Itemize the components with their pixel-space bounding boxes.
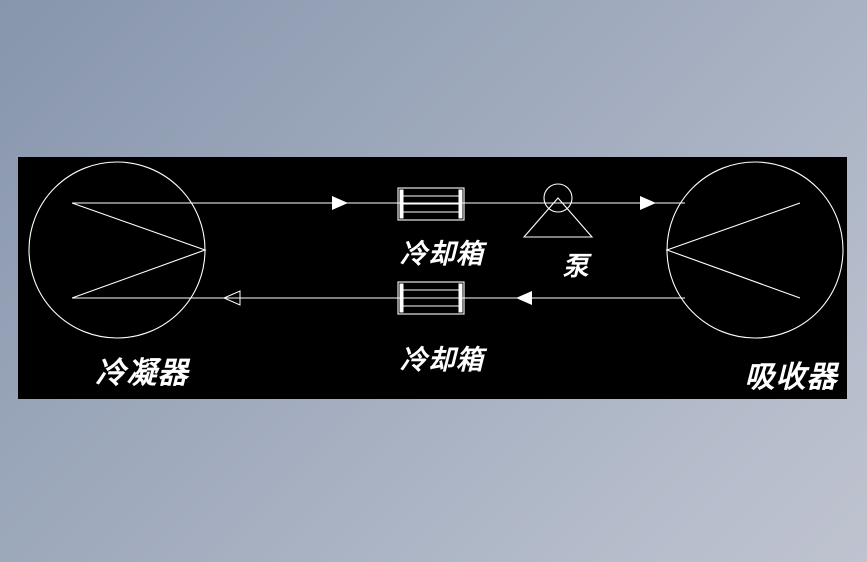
cooler-bottom-symbol[interactable] bbox=[397, 281, 465, 315]
absorber-circle bbox=[666, 161, 844, 339]
bottom-pipe-arrow-left-filled bbox=[516, 291, 532, 305]
cad-drawing-panel[interactable]: 冷凝器 吸收器 冷却箱 bbox=[18, 157, 847, 399]
cooler-bottom-outer-rect bbox=[397, 281, 465, 315]
condenser-label: 冷凝器 bbox=[96, 356, 191, 391]
pump-triangle bbox=[522, 197, 594, 238]
process-flow-diagram[interactable]: 冷凝器 吸收器 冷却箱 bbox=[18, 157, 847, 399]
absorber-symbol[interactable] bbox=[665, 161, 844, 339]
pump-symbol[interactable] bbox=[522, 183, 594, 238]
pump-circle bbox=[543, 183, 573, 213]
top-pipe-arrow-right-1 bbox=[332, 196, 348, 210]
bottom-pipe-arrow-left-hollow bbox=[222, 290, 241, 306]
cooler-top-left-bar bbox=[399, 189, 404, 219]
condenser-circle bbox=[28, 161, 206, 339]
cooler-top-symbol[interactable] bbox=[397, 187, 465, 221]
absorber-zigzag bbox=[665, 202, 801, 299]
top-pipe[interactable] bbox=[72, 196, 685, 210]
cooler-bottom-right-bar bbox=[458, 283, 463, 313]
top-pipe-arrow-right-2 bbox=[640, 196, 656, 210]
condenser-zigzag bbox=[71, 202, 207, 299]
cooler-top-outer-rect bbox=[397, 187, 465, 221]
absorber-label: 吸收器 bbox=[745, 360, 840, 395]
cooler-top-label: 冷却箱 bbox=[400, 239, 488, 270]
pump-label: 泵 bbox=[562, 252, 592, 282]
cooler-bottom-left-bar bbox=[399, 283, 404, 313]
cooler-bottom-label: 冷却箱 bbox=[400, 345, 488, 376]
condenser-symbol[interactable] bbox=[28, 161, 207, 339]
bottom-pipe[interactable] bbox=[72, 290, 685, 306]
cooler-top-right-bar bbox=[458, 189, 463, 219]
